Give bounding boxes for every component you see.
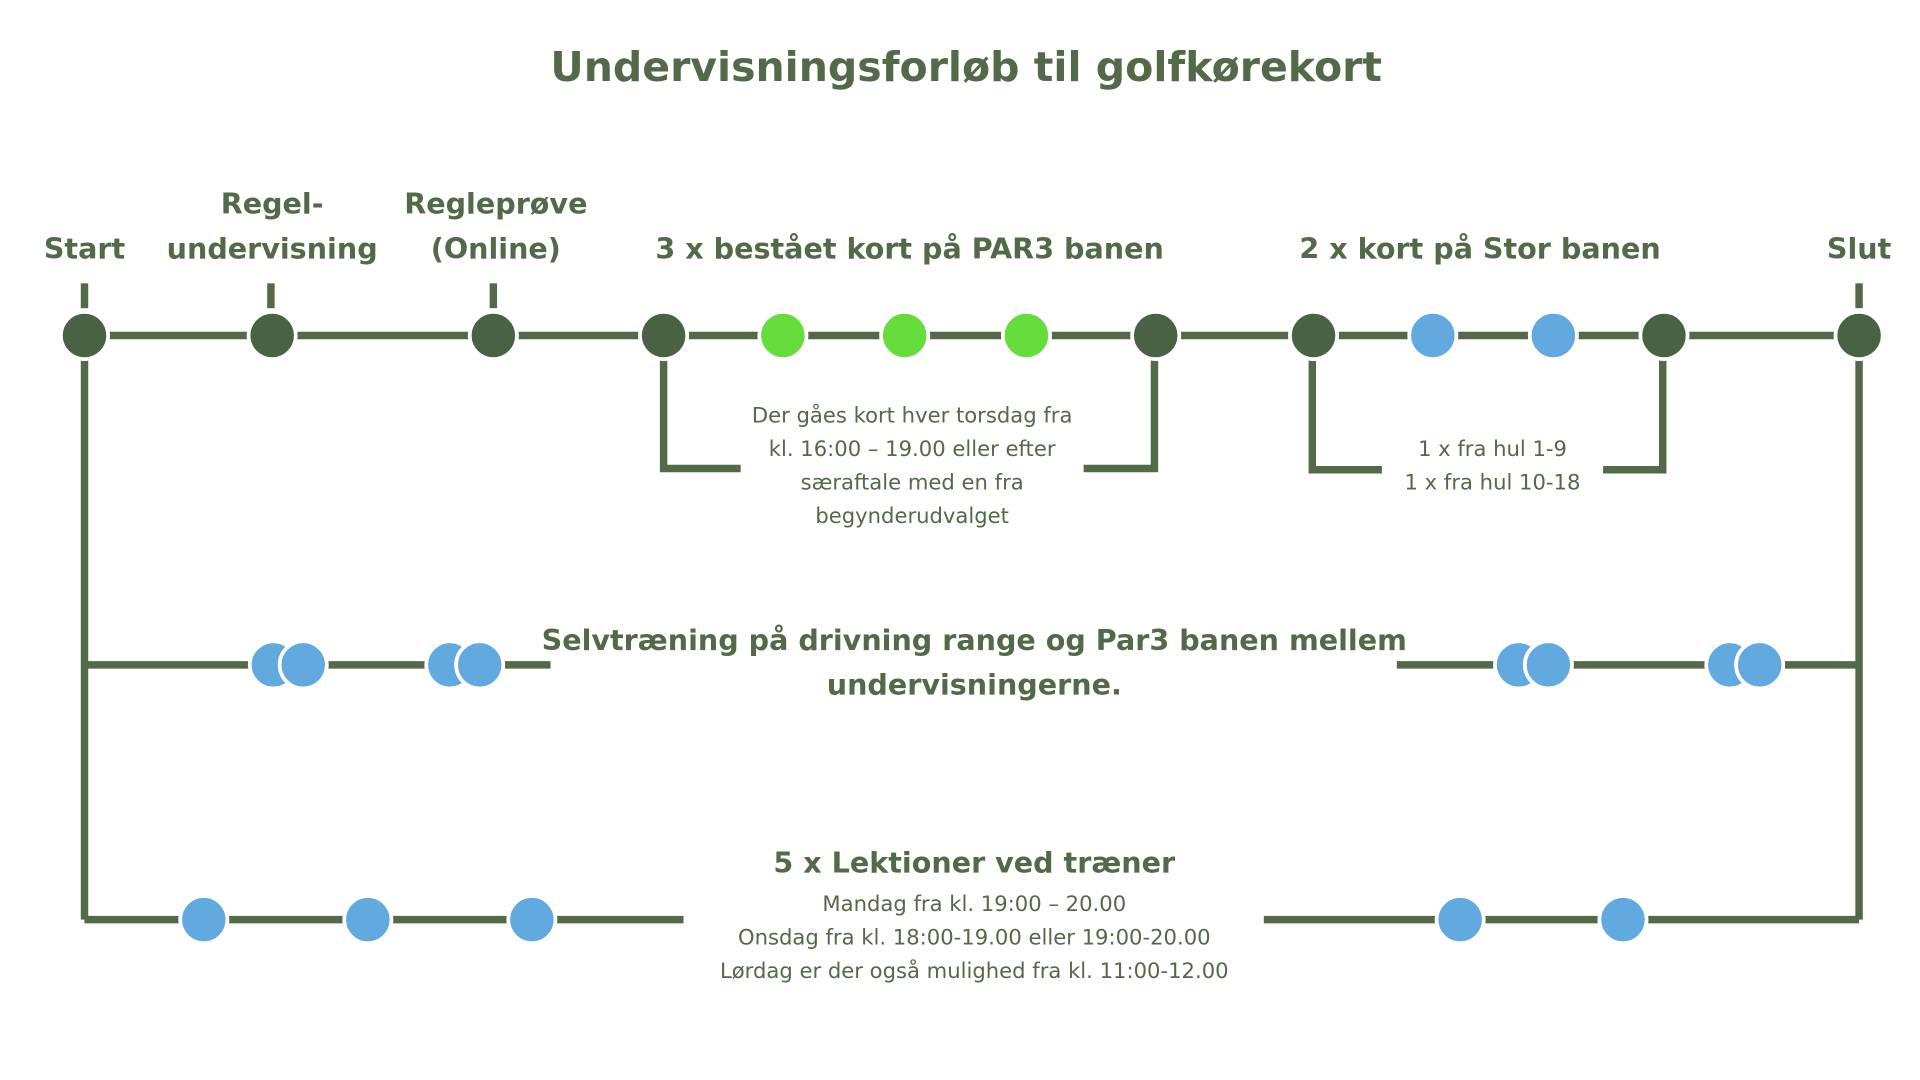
milestone-slut (1833, 310, 1885, 362)
selftraining-node-1b (277, 639, 329, 691)
milestone-regelundervisning (246, 310, 298, 362)
page-title: Undervisningsforløb til golfkørekort (550, 42, 1382, 91)
par3-round-1 (757, 310, 809, 362)
par3-note-line4: begynderudvalget (815, 504, 1009, 530)
stor-round-2 (1527, 310, 1579, 362)
stage-label-par3: 3 x bestået kort på PAR3 banen (655, 233, 1164, 266)
lessons-schedule: Mandag fra kl. 19:00 – 20.00 Onsdag fra … (664, 889, 1285, 990)
stage-label-regel-line1: Regel- (220, 188, 324, 222)
par3-note: Der gåes kort hver torsdag fra kl. 16:00… (726, 400, 1099, 534)
stage-label-regelprove: Regleprøve (Online) (372, 183, 621, 272)
stage-label-slut: Slut (1826, 233, 1892, 266)
selftraining-node-2b (454, 639, 506, 691)
lessons-line1: Mandag fra kl. 19:00 – 20.00 (822, 892, 1127, 918)
selftraining-node-4b (1734, 639, 1786, 691)
stage-label-regelundervisning: Regel- undervisning (148, 183, 397, 272)
stage-label-start: Start (43, 233, 126, 266)
stage-label-regelprove-line2: (Online) (430, 233, 561, 266)
par3-bracket-left (659, 360, 741, 473)
par3-note-line1: Der gåes kort hver torsdag fra (751, 403, 1073, 429)
par3-round-3 (1000, 310, 1052, 362)
lessons-line2: Onsdag fra kl. 18:00-19.00 eller 19:00-2… (737, 925, 1211, 951)
stage-label-stor: 2 x kort på Stor banen (1299, 233, 1661, 266)
par3-note-line3: særaftale med en fra (800, 470, 1024, 496)
milestone-start (59, 310, 110, 362)
lesson-node-2 (342, 894, 394, 946)
milestone-par3-end (1130, 310, 1182, 362)
lessons-line3: Lørdag er der også mulighed fra kl. 11:0… (719, 959, 1229, 985)
milestone-par3-start (638, 310, 690, 362)
lesson-node-4 (1434, 894, 1486, 946)
selftraining-text: Selvtræning på drivning range og Par3 ba… (539, 619, 1409, 708)
lesson-node-5 (1597, 894, 1649, 946)
selftraining-line2: undervisningerne. (826, 669, 1122, 703)
stor-bracket-right (1603, 360, 1667, 474)
stor-note-line1: 1 x fra hul 1-9 (1417, 437, 1567, 463)
par3-note-line2: kl. 16:00 – 19.00 eller efter (768, 437, 1056, 463)
selftraining-node-3b (1522, 639, 1574, 691)
stor-bracket-left (1308, 360, 1382, 474)
milestone-regelprove (467, 310, 519, 362)
stage-label-regel-line2: undervisning (166, 233, 378, 266)
lesson-node-1 (178, 894, 230, 946)
lesson-node-3 (506, 894, 558, 946)
milestone-stor-end (1638, 310, 1690, 362)
stage-label-regelprove-line1: Regleprøve (404, 188, 588, 222)
milestone-stor-start (1288, 310, 1340, 362)
stor-note-line2: 1 x fra hul 10-18 (1404, 470, 1581, 496)
par3-bracket-right (1083, 360, 1159, 473)
stor-note: 1 x fra hul 1-9 1 x fra hul 10-18 (1356, 434, 1629, 501)
selftraining-line1: Selvtræning på drivning range og Par3 ba… (541, 625, 1407, 658)
lessons-heading: 5 x Lektioner ved træner (773, 847, 1176, 880)
stor-round-1 (1407, 310, 1459, 362)
par3-round-2 (879, 310, 931, 362)
